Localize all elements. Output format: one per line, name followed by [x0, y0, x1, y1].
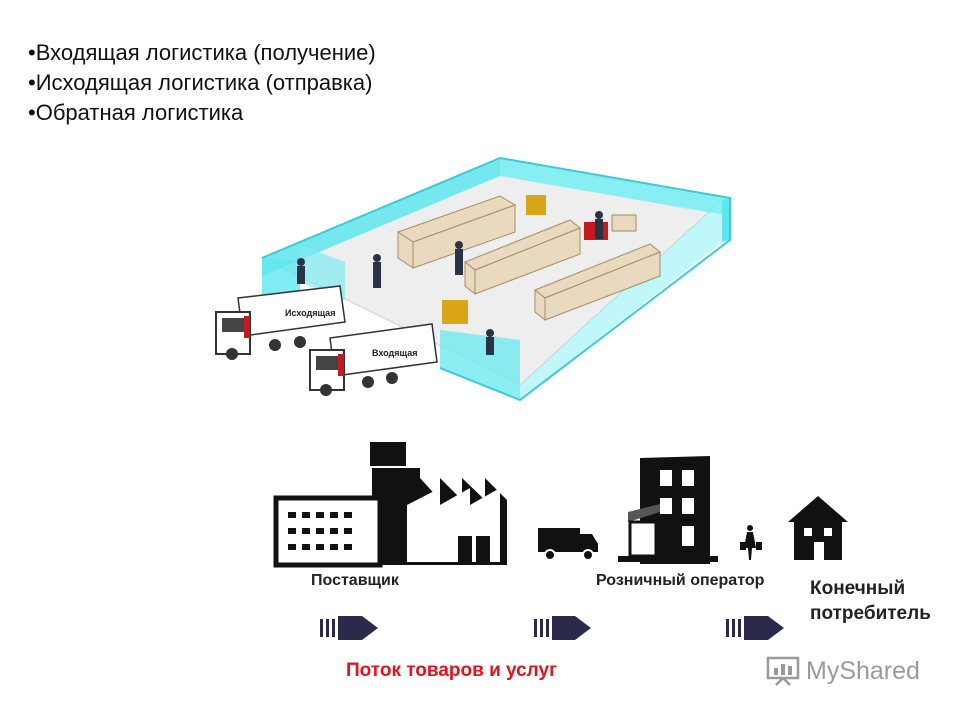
shopper-icon [740, 525, 762, 560]
presentation-icon [766, 656, 800, 686]
flow-arrow-3 [726, 616, 784, 640]
flow-arrow-2 [534, 616, 591, 640]
truck-outbound-label: Исходящая [285, 308, 335, 318]
supplier-label: Поставщик [311, 572, 399, 589]
box-stacks [396, 195, 661, 322]
bullet-list: •Входящая логистика (получение) •Исходящ… [28, 38, 376, 128]
delivery-truck-icon [538, 528, 598, 561]
truck-inbound-label: Входящая [372, 348, 417, 358]
factory-icon [273, 442, 507, 568]
house-icon [788, 496, 848, 560]
brand-watermark: MyShared [766, 656, 920, 686]
truck-inbound [309, 323, 438, 396]
bullet-outbound: •Исходящая логистика (отправка) [28, 70, 373, 95]
truck-outbound [215, 285, 346, 360]
consumer-label: Конечный потребитель [810, 576, 931, 626]
flow-arrow-1 [320, 616, 378, 640]
workers [297, 211, 603, 355]
consumer-label-line2: потребитель [810, 603, 931, 624]
bullet-inbound: •Входящая логистика (получение) [28, 40, 376, 65]
retail-store-icon [618, 456, 718, 564]
brand-name: MyShared [806, 656, 920, 685]
retailer-label: Розничный оператор [596, 572, 765, 589]
consumer-label-line1: Конечный [810, 578, 906, 599]
flow-label: Поток товаров и услуг [346, 660, 557, 681]
bullet-reverse: •Обратная логистика [28, 100, 244, 125]
